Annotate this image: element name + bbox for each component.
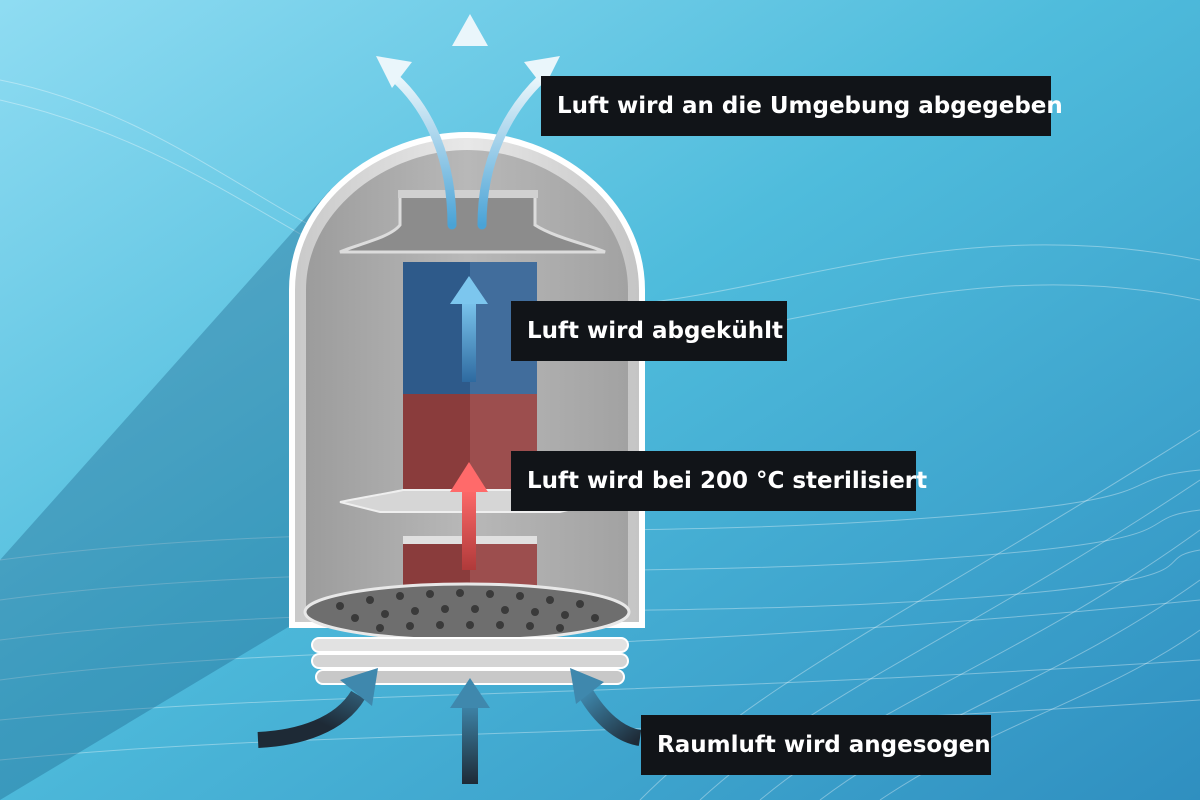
lower-heater-highlight — [470, 544, 537, 586]
hot-arrow-shaft — [462, 488, 476, 570]
label-air-intake: Raumluft wird angesogen — [641, 715, 991, 775]
base-ring-1 — [312, 638, 628, 652]
label-air-sterilized: Luft wird bei 200 °C sterilisiert — [511, 451, 916, 511]
label-air-released: Luft wird an die Umgebung abgegeben — [541, 76, 1051, 136]
perforated-base — [305, 584, 629, 640]
cool-arrow-shaft — [462, 300, 476, 382]
intake-arrow-center — [462, 702, 478, 784]
label-air-cooled: Luft wird abgekühlt — [511, 301, 787, 361]
top-diffuser-rim — [398, 190, 538, 198]
base-ring-2 — [312, 654, 628, 668]
